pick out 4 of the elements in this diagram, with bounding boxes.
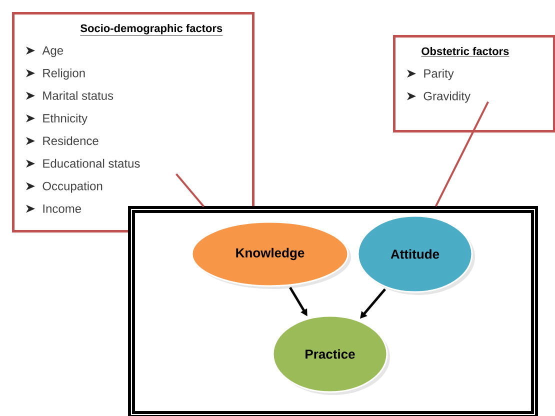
factor-box: Socio-demographic factors Age Religion Marital status Ethnicity Residence Educational status Occupation Income: [12, 12, 254, 232]
connector-line: [176, 173, 204, 208]
factor-box: Obstetric factors Parity Gravidity: [393, 35, 555, 132]
connector-line: [435, 101, 489, 207]
